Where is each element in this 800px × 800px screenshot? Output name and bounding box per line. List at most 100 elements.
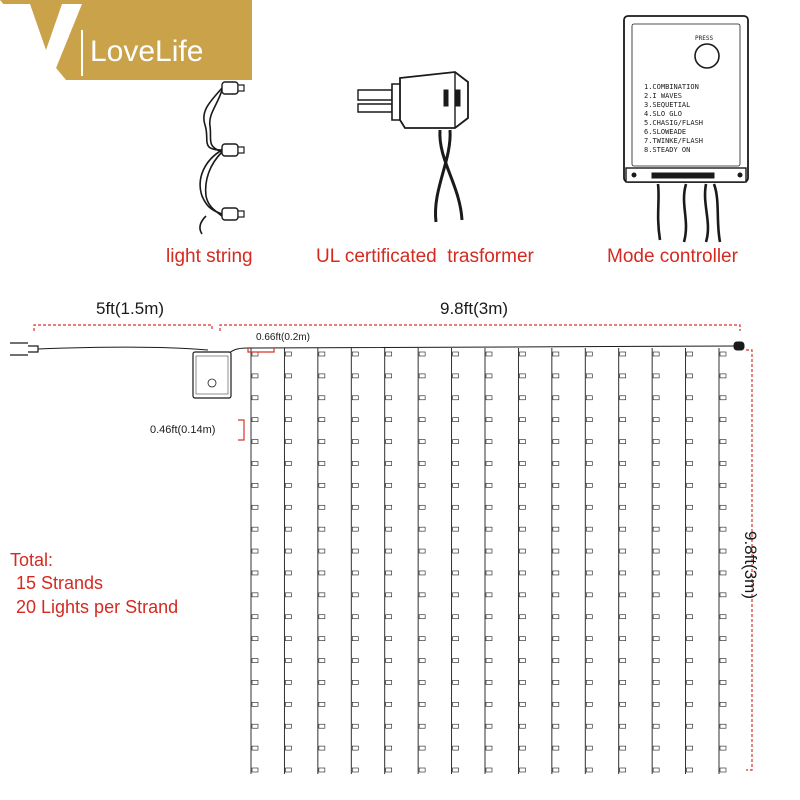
light-bulb [285,351,292,357]
light-bulb [418,680,426,685]
light-strand [484,348,493,774]
light-bulb [418,548,426,554]
light-bulb [686,745,693,751]
light-bulb [686,373,693,379]
light-bulb [318,745,326,751]
light-bulb [418,461,426,466]
light-bulb [519,504,526,510]
light-bulb [619,702,627,707]
light-bulb [452,680,459,685]
light-bulb [351,439,359,444]
light-bulb [719,417,727,422]
light-bulb [385,373,393,379]
light-bulb [452,351,459,357]
light-bulb [519,439,526,444]
dim-bulb-line [238,419,245,441]
light-bulb [452,504,459,510]
light-bulb [652,745,660,751]
light-bulb [285,526,292,532]
light-bulb [251,504,259,510]
totals-lights: 20 Lights per Strand [16,597,179,617]
light-bulb [619,439,627,444]
light-bulb [285,680,292,685]
light-bulb [351,351,359,357]
light-bulb [686,439,693,444]
light-bulb [519,592,526,598]
light-strand [618,348,627,774]
controller-button-label: PRESS [695,35,714,42]
light-strand [417,348,426,774]
light-bulb [619,680,627,685]
dim-height-line [746,349,753,771]
light-strand [584,348,593,774]
light-bulb [552,680,560,685]
light-bulb [251,614,259,620]
light-bulb [652,373,660,379]
light-bulb [285,614,292,620]
light-bulb [585,680,593,685]
light-bulb [519,680,526,685]
light-bulb [251,373,259,379]
light-bulb [418,395,426,401]
light-bulb [351,395,359,401]
light-bulb [385,767,393,773]
light-bulb [318,439,326,444]
light-bulb [552,723,560,729]
light-bulb [652,395,660,401]
light-bulb [686,723,693,729]
light-bulb [251,745,259,751]
controller-mode-item: 8.STEADY ON [644,146,691,154]
light-bulb [251,680,259,685]
light-bulb [418,614,426,620]
light-bulb [686,351,693,357]
light-bulb [318,548,326,554]
dimension-markers [33,324,753,771]
totals-strands: 15 Strands [16,573,104,593]
light-bulb [385,592,393,598]
light-bulb [619,351,627,357]
light-bulb [652,461,660,466]
curtain-strands [250,348,727,774]
dim-lead-label: 5ft(1.5m) [96,299,165,318]
brand-name: LoveLife [90,35,204,68]
light-bulb [351,614,359,620]
light-bulb [519,702,526,707]
light-bulb [385,483,393,488]
light-bulb [418,439,426,444]
light-bulb [318,658,326,663]
light-bulb [418,723,426,729]
light-bulb [285,658,292,663]
light-bulb [285,504,292,510]
light-bulb [552,461,560,466]
light-bulb [452,373,459,379]
light-bulb [351,504,359,510]
light-bulb [552,526,560,532]
light-bulb [418,351,426,357]
light-bulb [285,395,292,401]
light-bulb [385,636,393,641]
light-bulb [585,767,593,773]
light-bulb [452,636,459,641]
light-bulb [452,658,459,663]
light-bulb [652,636,660,641]
light-bulb [619,373,627,379]
light-bulb [585,658,593,663]
light-bulb [385,439,393,444]
light-bulb [519,723,526,729]
light-bulb [485,636,493,641]
light-bulb [519,636,526,641]
light-bulb [251,702,259,707]
light-bulb [719,483,727,488]
light-bulb [251,658,259,663]
light-strand [317,348,326,774]
controller-box [192,351,232,399]
light-bulb [686,570,693,576]
light-bulb [686,526,693,532]
light-bulb [686,636,693,641]
light-bulb [719,548,727,554]
light-bulb [452,548,459,554]
light-bulb [485,439,493,444]
light-bulb [285,723,292,729]
light-bulb [719,439,727,444]
light-bulb [686,504,693,510]
